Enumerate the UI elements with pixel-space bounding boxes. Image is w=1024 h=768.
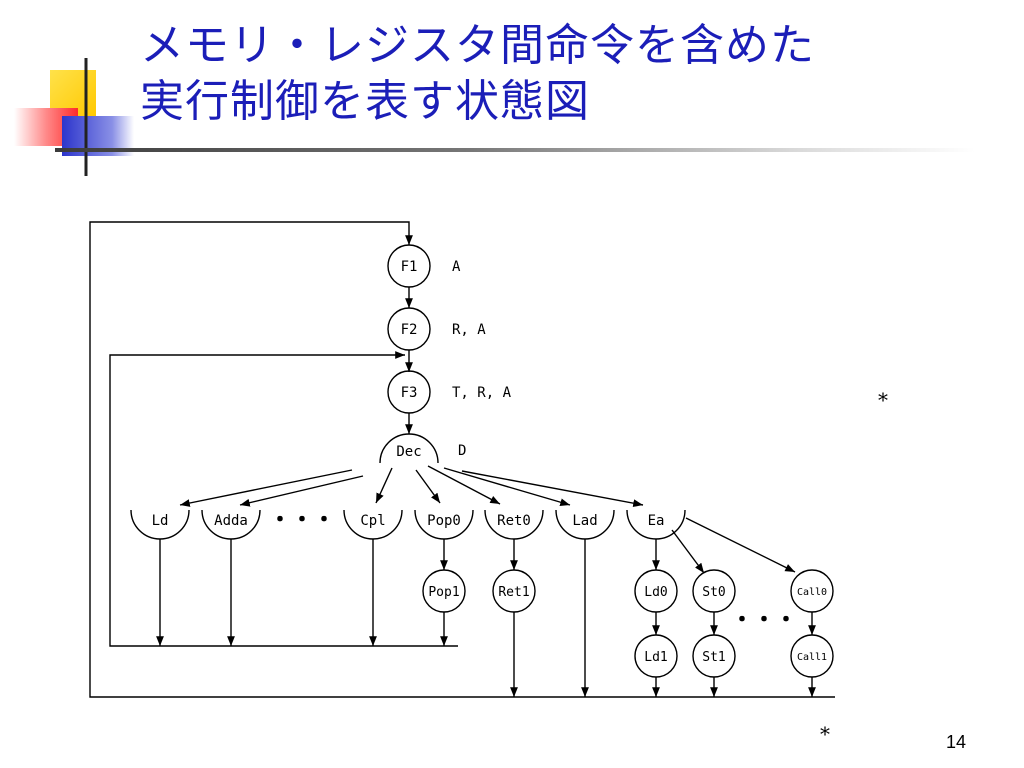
state-ea: [626, 509, 686, 540]
label-pop0: Pop0: [427, 513, 461, 529]
label-dec: Dec: [396, 444, 421, 460]
label-ld0: Ld0: [644, 585, 667, 600]
state-ld: [130, 509, 190, 540]
arrow-dec-ret0: [427, 465, 501, 505]
state-lad: [555, 509, 615, 540]
signals-f2: R, A: [452, 322, 486, 338]
label-adda: Adda: [214, 513, 248, 529]
state-ret0: [484, 509, 544, 540]
label-st1: St1: [702, 650, 725, 665]
arrow-dec-cpl: [375, 467, 393, 504]
label-lad: Lad: [572, 513, 597, 529]
note-asterisk-right: *: [878, 388, 888, 412]
label-f2: F2: [401, 322, 418, 338]
label-ld: Ld: [152, 513, 169, 529]
title-underline: [55, 148, 975, 152]
label-cpl: Cpl: [360, 513, 385, 529]
state-f3: [387, 370, 431, 414]
state-dec: [379, 433, 439, 464]
label-call1: Call1: [797, 652, 827, 663]
state-ret1: [492, 569, 536, 613]
arrow-dec-adda: [239, 475, 364, 507]
label-call0: Call0: [797, 587, 827, 598]
state-f2: [387, 307, 431, 351]
state-adda: [201, 509, 261, 540]
arrow-ea-call0: [685, 517, 796, 573]
title-line-1: メモリ・レジスタ間命令を含めた: [140, 20, 815, 71]
page-number: 14: [945, 732, 966, 752]
state-f1: [387, 244, 431, 288]
label-ld1: Ld1: [644, 650, 667, 665]
signals-dec: D: [458, 443, 466, 459]
state-pop1: [422, 569, 466, 613]
state-cpl: [343, 509, 403, 540]
signals-f1: A: [452, 259, 461, 275]
label-ea: Ea: [648, 513, 665, 529]
arrow-ea-st0: [671, 529, 705, 574]
label-f3: F3: [401, 385, 418, 401]
label-f1: F1: [401, 259, 418, 275]
loop-to-f1: [89, 221, 835, 698]
note-asterisk-bottom: *: [820, 722, 830, 746]
slide-title: メモリ・レジスタ間命令を含めた 実行制御を表す状態図: [140, 18, 815, 130]
label-ret1: Ret1: [498, 585, 529, 600]
loop-to-f3: [109, 351, 458, 647]
arrow-dec-ea: [461, 470, 644, 508]
signals-f3: T, R, A: [452, 385, 512, 401]
arrow-dec-pop0: [415, 469, 441, 504]
arrow-dec-ld: [179, 469, 353, 507]
title-line-2: 実行制御を表す状態図: [140, 76, 590, 127]
ellipsis-branches: ・・・: [269, 508, 335, 533]
label-ret0: Ret0: [497, 513, 531, 529]
label-pop1: Pop1: [428, 585, 459, 600]
ellipsis-ea: ・・・: [731, 608, 797, 633]
arrow-dec-lad: [443, 467, 571, 506]
label-st0: St0: [702, 585, 725, 600]
state-pop0: [414, 509, 474, 540]
